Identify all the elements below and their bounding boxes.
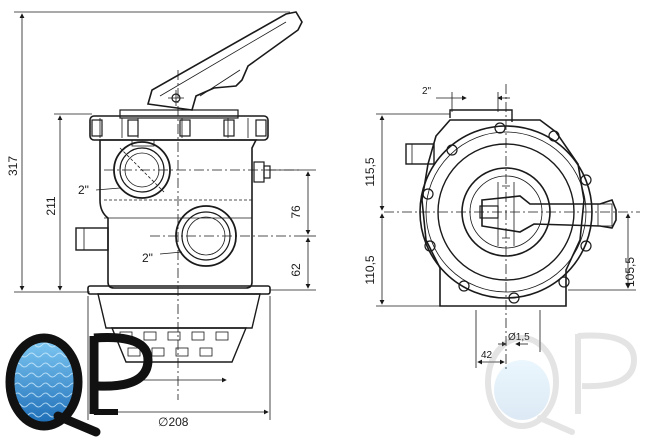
dim-lower-port-size: 2" — [142, 251, 153, 265]
dim-total-height: 317 — [6, 156, 20, 176]
top-handle — [479, 182, 617, 246]
top-dim-lower-half: 110,5 — [363, 255, 377, 284]
dim-base-diameter: ∅208 — [158, 415, 189, 429]
qp-logo-left — [5, 332, 153, 437]
top-dim-right-half: 105,5 — [623, 257, 637, 287]
valve-handle — [146, 11, 303, 111]
dim-upper-offset: 76 — [289, 205, 303, 219]
qp-logo-right-watermark — [485, 332, 638, 435]
lid-bolts — [422, 122, 592, 304]
dim-body-height: 211 — [44, 196, 58, 215]
valve-lid — [89, 109, 269, 141]
dim-lower-offset: 62 — [289, 263, 303, 277]
top-dim-offset: 42 — [481, 350, 493, 361]
top-dim-upper-half: 115,5 — [363, 157, 377, 186]
dim-upper-port-size: 2" — [78, 183, 89, 197]
side-dimensions — [14, 11, 316, 420]
top-view: 2" 115,5 110,5 105,5 Ø1,5 42 — [363, 84, 640, 372]
side-view: 317 211 2" 2" 76 62 ∅208 — [6, 11, 316, 429]
top-dimensions — [376, 92, 636, 368]
top-dim-port-size: 2" — [422, 86, 432, 97]
upper-port — [113, 139, 171, 199]
valve-base — [87, 285, 271, 363]
top-dim-hole-diameter: Ø1,5 — [508, 332, 530, 343]
valve-body — [75, 139, 271, 289]
